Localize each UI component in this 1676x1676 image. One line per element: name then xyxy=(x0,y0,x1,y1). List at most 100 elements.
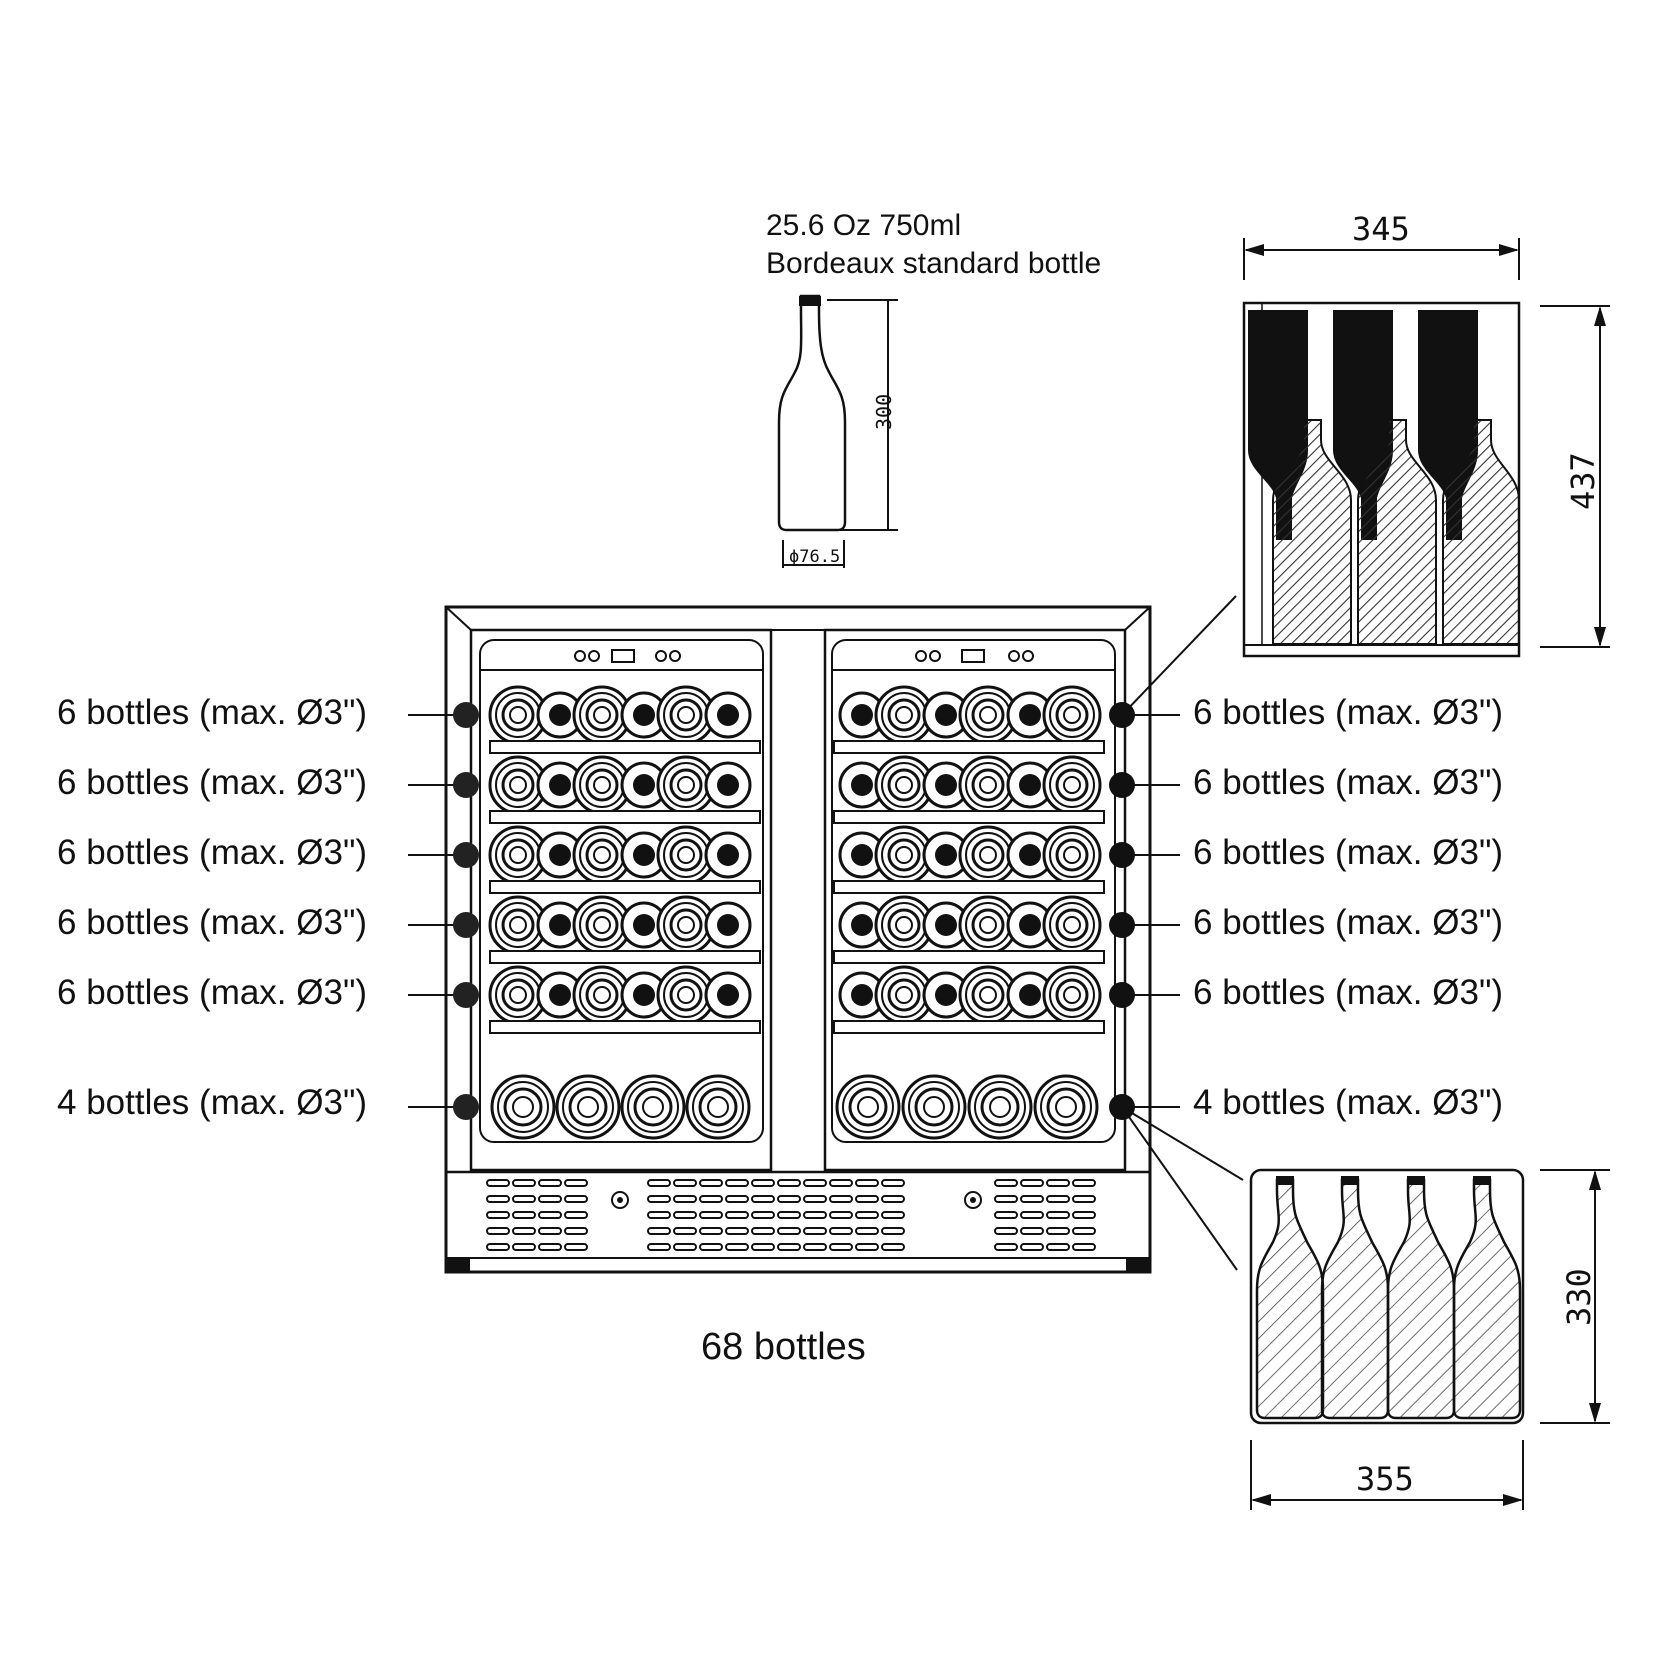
left-shelf-row-2 xyxy=(488,755,761,824)
vent-slot xyxy=(777,1227,801,1235)
vent-slot xyxy=(829,1211,853,1219)
vent-slot xyxy=(803,1179,827,1187)
right-shelf-label-5: 6 bottles (max. Ø3") xyxy=(1193,973,1504,1012)
vent-slot xyxy=(647,1211,671,1219)
bottle-type-label: Bordeaux standard bottle xyxy=(766,247,1102,280)
bottom-detail-connector-1 xyxy=(1121,1106,1238,1271)
vent-slot xyxy=(1046,1243,1070,1251)
vent-slot xyxy=(829,1179,853,1187)
vent-slot xyxy=(777,1195,801,1203)
bottle-neck xyxy=(704,971,752,1019)
right-shelf-label-1: 6 bottles (max. Ø3") xyxy=(1193,693,1504,732)
vent-slot xyxy=(512,1243,536,1251)
vent-slot xyxy=(1046,1179,1070,1187)
vent-slot xyxy=(803,1227,827,1235)
bottle-base xyxy=(1042,895,1102,955)
vent-slot xyxy=(855,1195,879,1203)
vent-slot xyxy=(1020,1211,1044,1219)
vent-slot xyxy=(1046,1211,1070,1219)
vent-slot xyxy=(725,1195,749,1203)
vent-slot xyxy=(512,1179,536,1187)
vent-slot xyxy=(881,1243,905,1251)
bottle-base xyxy=(901,1074,967,1140)
vent-slot xyxy=(725,1211,749,1219)
bottom-shelf-detail: 330 355 xyxy=(1249,1168,1610,1510)
bottle-capacity-label: 25.6 Oz 750ml xyxy=(766,209,962,242)
wire-shelf xyxy=(833,1020,1105,1034)
vent-slot xyxy=(881,1227,905,1235)
vent-slot xyxy=(564,1243,588,1251)
vent-slot xyxy=(751,1227,775,1235)
vent-slot xyxy=(1072,1195,1096,1203)
right-foot xyxy=(1126,1258,1150,1272)
vent-slot xyxy=(538,1243,562,1251)
vent-slot xyxy=(994,1179,1018,1187)
right-shelf-label-2: 6 bottles (max. Ø3") xyxy=(1193,763,1504,802)
vent-slot xyxy=(647,1243,671,1251)
shelf-detail-height-dim: 437 xyxy=(1564,452,1602,510)
vent-slot xyxy=(725,1243,749,1251)
wire-shelf xyxy=(489,810,761,824)
vent-slot xyxy=(881,1179,905,1187)
vent-slot xyxy=(673,1179,697,1187)
wire-shelf xyxy=(489,950,761,964)
callout-dot-left xyxy=(453,912,479,938)
vent-slot xyxy=(673,1243,697,1251)
vent-slot xyxy=(829,1227,853,1235)
vent-slot xyxy=(777,1211,801,1219)
wire-shelf xyxy=(489,880,761,894)
bottom-detail-width-dim: 355 xyxy=(1356,1460,1414,1498)
vent-slot xyxy=(699,1195,723,1203)
vent-slot xyxy=(803,1211,827,1219)
bottle-neck xyxy=(704,761,752,809)
right-shelf-row-1 xyxy=(833,685,1105,754)
vent-slot xyxy=(803,1243,827,1251)
vent-slot xyxy=(1020,1227,1044,1235)
right-shelf-label-6: 4 bottles (max. Ø3") xyxy=(1193,1083,1504,1122)
left-shelf-row-3 xyxy=(488,825,761,894)
left-shelf-label-2: 6 bottles (max. Ø3") xyxy=(57,763,368,802)
vent-slot xyxy=(699,1227,723,1235)
right-shelf-label-3: 6 bottles (max. Ø3") xyxy=(1193,833,1504,872)
vent-slot xyxy=(751,1195,775,1203)
callout-dot-left xyxy=(453,842,479,868)
wire-shelf xyxy=(489,1020,761,1034)
left-shelf-label-5: 6 bottles (max. Ø3") xyxy=(57,973,368,1012)
wire-shelf xyxy=(833,740,1105,754)
vent-slot xyxy=(647,1195,671,1203)
callout-dot-left xyxy=(453,702,479,728)
vent-slot xyxy=(855,1179,879,1187)
vent-slot xyxy=(486,1211,510,1219)
vent-slot xyxy=(829,1243,853,1251)
vent-slot xyxy=(512,1227,536,1235)
vent-slot xyxy=(699,1179,723,1187)
vent-slot xyxy=(1072,1227,1096,1235)
left-foot xyxy=(446,1258,470,1272)
left-shelf-row-4 xyxy=(488,895,761,964)
callout-dot-left xyxy=(453,1094,479,1120)
vent-slot xyxy=(1046,1195,1070,1203)
vent-slot xyxy=(1020,1195,1044,1203)
vent-slot xyxy=(829,1195,853,1203)
right-shelf-row-2 xyxy=(833,755,1105,824)
vent-slot xyxy=(538,1211,562,1219)
left-shelf-row-1 xyxy=(488,685,761,754)
vent-slot xyxy=(855,1227,879,1235)
bottle-base xyxy=(967,1074,1033,1140)
right-shelf-label-4: 6 bottles (max. Ø3") xyxy=(1193,903,1504,942)
vent-slot xyxy=(751,1211,775,1219)
bottle-base xyxy=(1042,685,1102,745)
left-control-panel xyxy=(574,649,681,663)
wire-shelf xyxy=(833,880,1105,894)
vent-slot xyxy=(564,1227,588,1235)
vent-slot xyxy=(994,1243,1018,1251)
vent-slot xyxy=(486,1227,510,1235)
vent-slot xyxy=(699,1211,723,1219)
vent-slot xyxy=(486,1179,510,1187)
bottle-base xyxy=(835,1074,901,1140)
shelf-detail: 345 437 xyxy=(1242,210,1610,658)
vent-slot xyxy=(699,1243,723,1251)
callout-dot-right xyxy=(1109,982,1135,1008)
total-capacity-label: 68 bottles xyxy=(701,1326,866,1368)
vent-slot xyxy=(538,1179,562,1187)
